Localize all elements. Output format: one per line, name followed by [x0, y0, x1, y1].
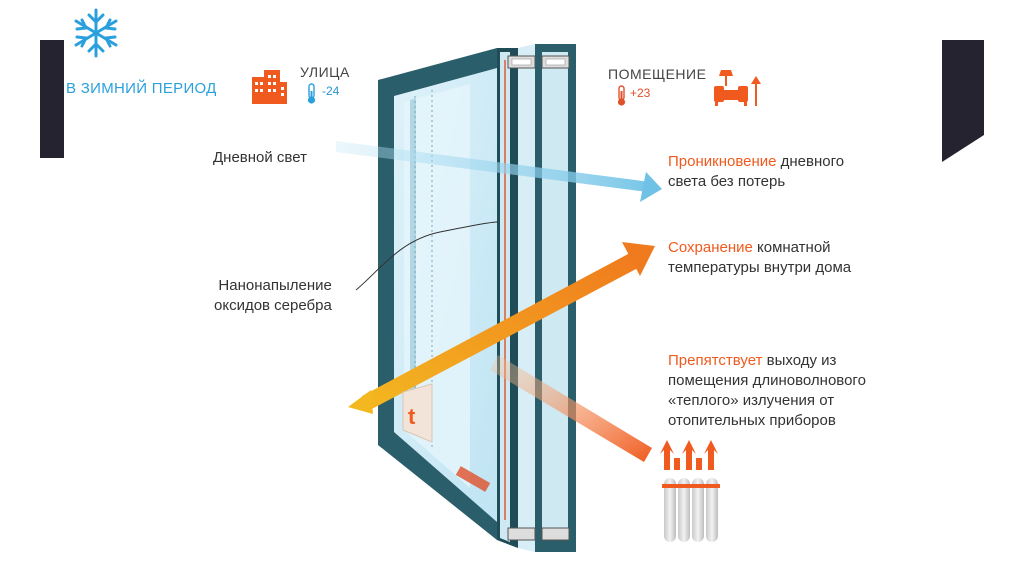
benefit-highlight: Препятствует — [668, 352, 763, 369]
benefit-text: отопительных приборов — [668, 412, 836, 429]
benefit-room-temperature: Сохранение комнатной температуры внутри … — [668, 238, 851, 278]
nano-coating-label: Нанонапыление оксидов серебра — [214, 276, 332, 316]
nano-coating-line2: оксидов серебра — [214, 297, 332, 314]
nano-coating-line1: Нанонапыление — [218, 277, 332, 294]
sofa-lamp-icon — [714, 70, 761, 106]
season-label: В ЗИМНИЙ ПЕРИОД — [66, 80, 217, 97]
building-icon — [252, 70, 287, 104]
thermometer-icon — [307, 83, 316, 104]
benefit-highlight: Сохранение — [668, 239, 753, 256]
snowflake-icon — [74, 8, 118, 58]
benefit-text: света без потерь — [668, 173, 786, 190]
benefit-heat-radiation: Препятствует выходу из помещения длиново… — [668, 351, 866, 431]
daylight-label: Дневной свет — [213, 149, 307, 166]
daylight-arrow — [336, 141, 662, 202]
heat-waves-icon — [660, 440, 718, 470]
heat-radiation-arrow — [490, 355, 652, 462]
indoor-title: ПОМЕЩЕНИЕ — [608, 66, 707, 82]
slide-decor-right-cut — [942, 135, 984, 162]
benefit-highlight: Проникновение — [668, 153, 777, 170]
room-temperature-arrow — [348, 242, 655, 414]
outdoor-title: УЛИЦА — [300, 64, 350, 80]
benefit-text: температуры внутри дома — [668, 259, 852, 276]
slide-decor-left — [40, 40, 64, 158]
svg-text:t: t — [408, 404, 416, 429]
benefit-daylight: Проникновение дневного света без потерь — [668, 152, 844, 192]
thermometer-icon — [617, 85, 626, 106]
benefit-text: помещения длиноволнового — [668, 372, 866, 389]
benefit-text: дневного — [776, 153, 845, 170]
benefit-text: комнатной — [752, 239, 831, 256]
benefit-text: «теплого» излучения от — [668, 392, 835, 409]
outdoor-temperature: -24 — [322, 84, 340, 98]
nano-coating-leader — [355, 221, 499, 291]
sticker-icon: t — [402, 383, 433, 443]
benefit-text: выходу из — [762, 352, 837, 369]
indoor-temperature: +23 — [630, 86, 651, 100]
radiator-icon — [662, 478, 720, 542]
